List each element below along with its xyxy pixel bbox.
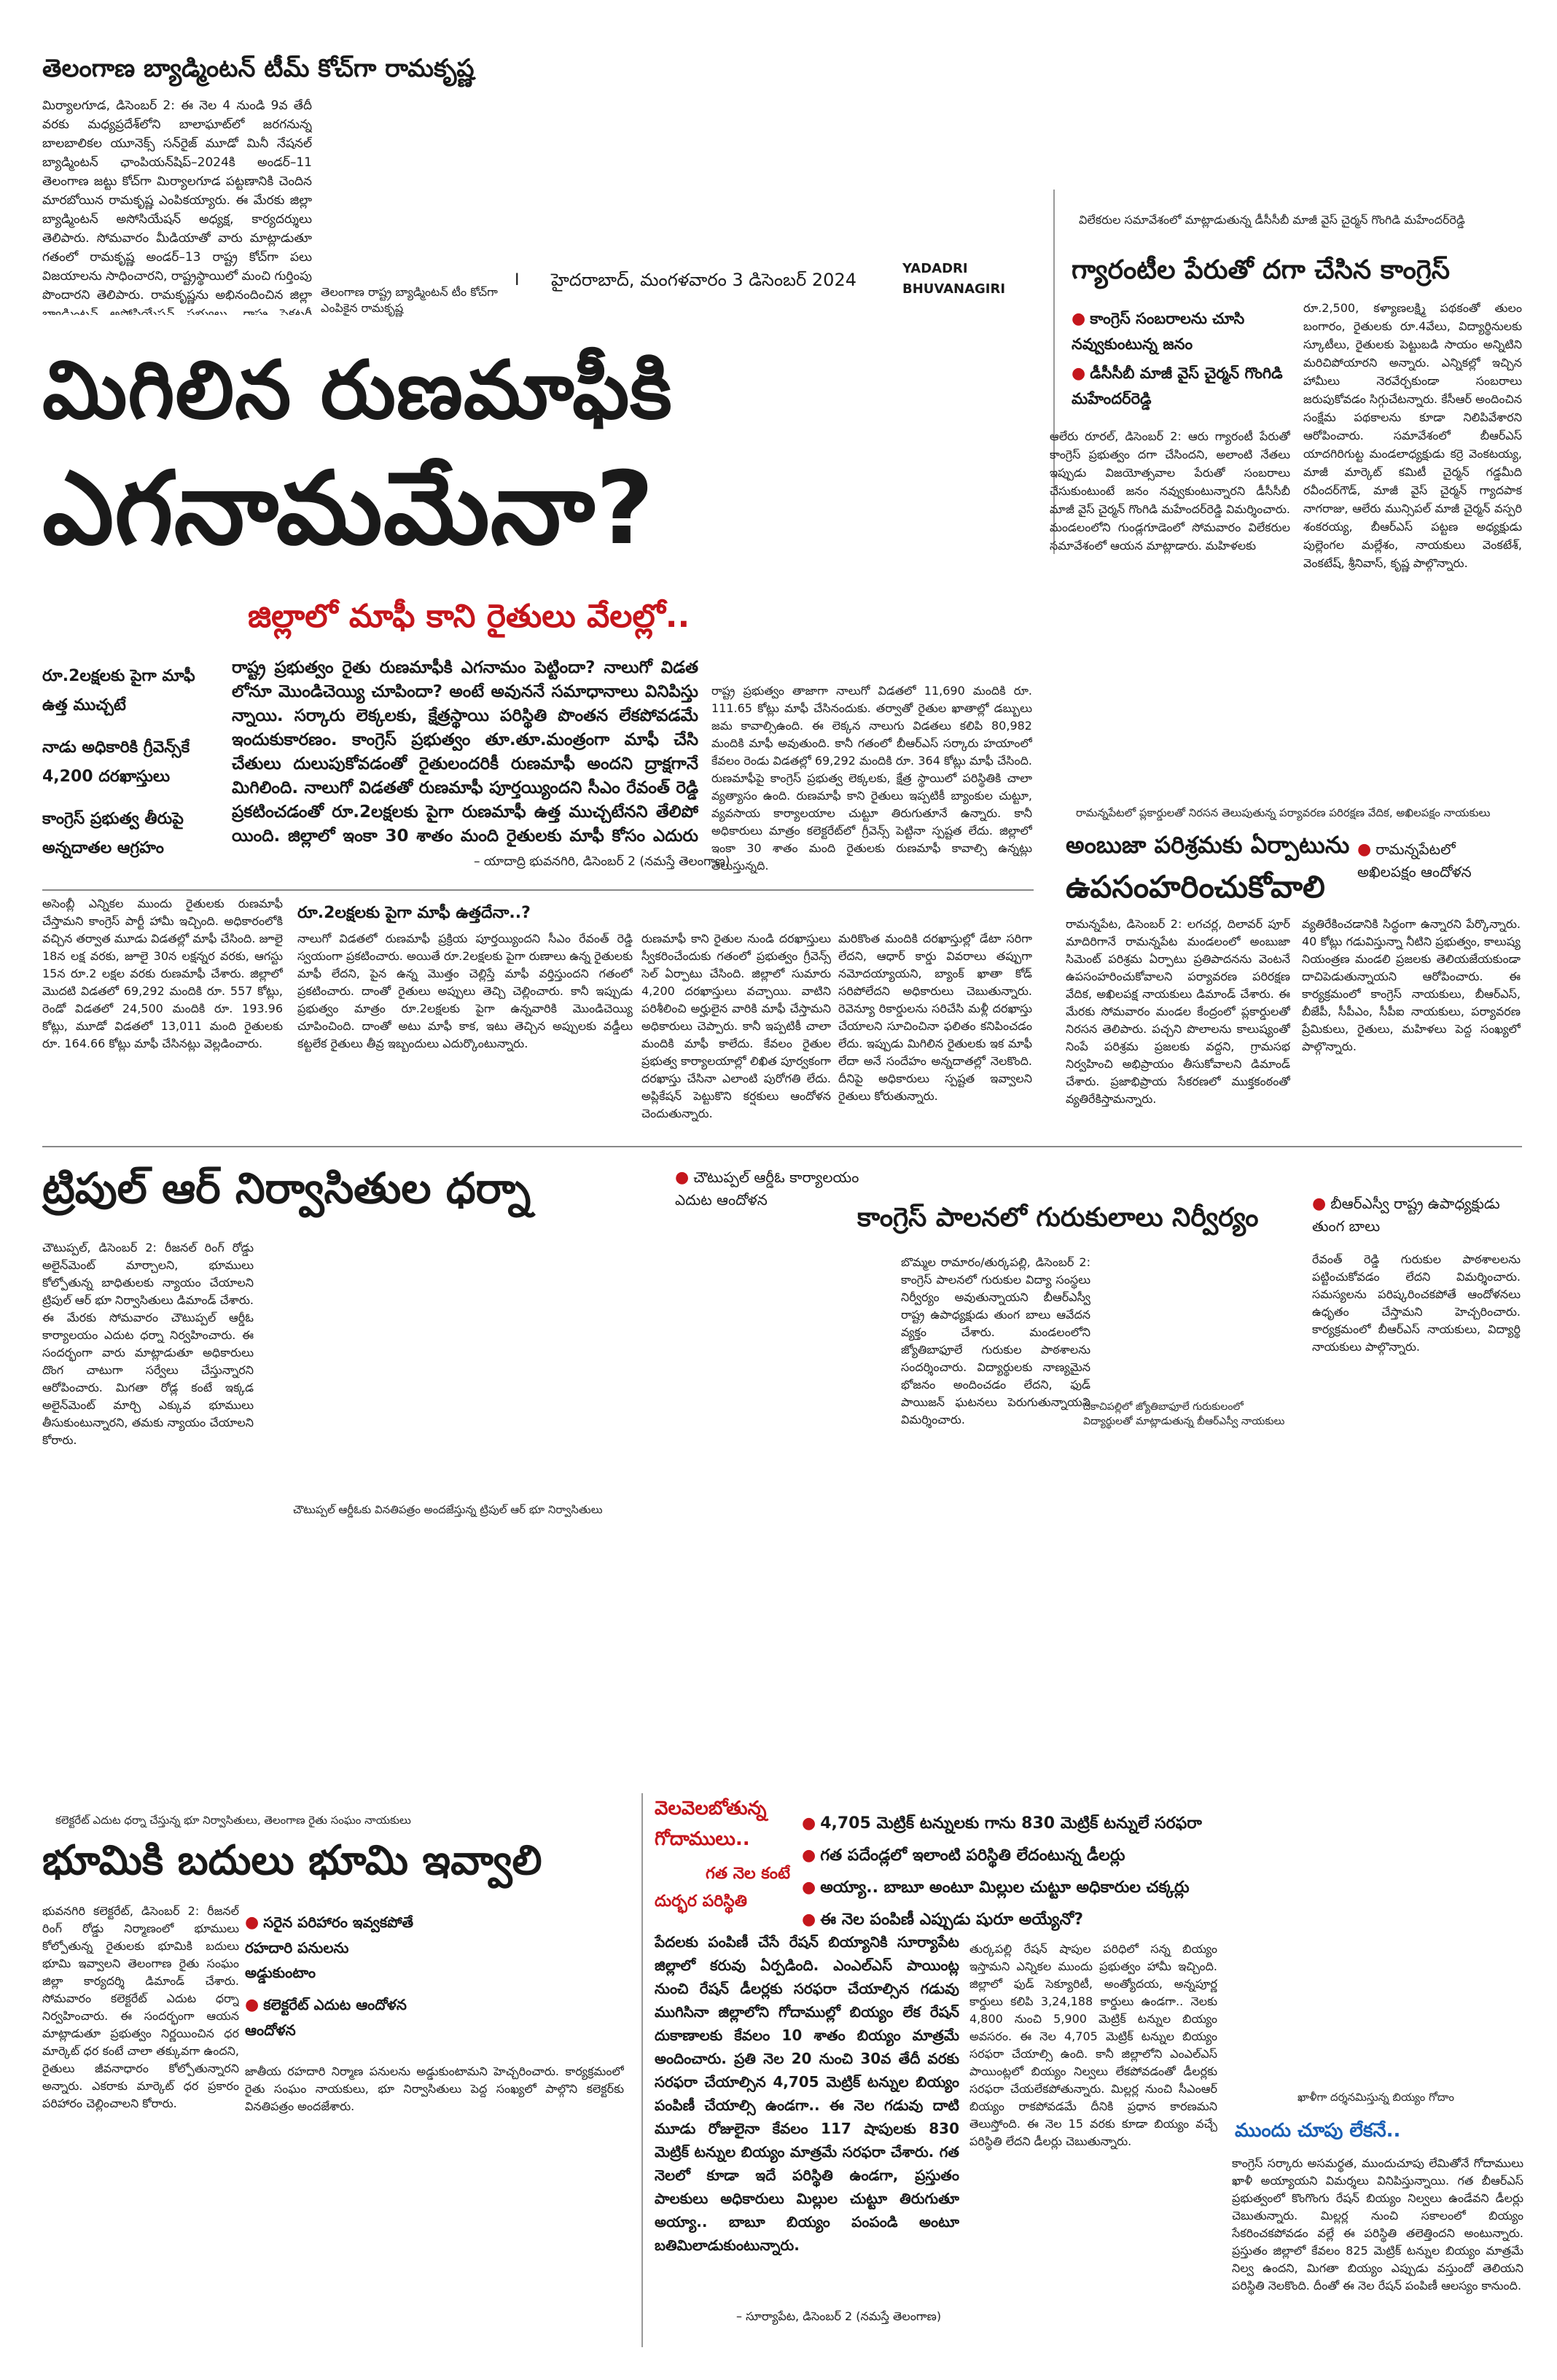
ambuja-body-left: రామన్నపేట, డిసెంబర్ 2: లగచర్ల, దిలావర్ ప… [1066, 917, 1290, 1106]
guarantee-highlight-1: ●కాంగ్రెస్ సంబరాలను చూసి నవ్వుకుంటున్న జ… [1072, 310, 1245, 353]
ration-title-line3: గత నెల కంటే [706, 1865, 790, 1883]
ration-photo-caption: ఖాళీగా దర్శనమిస్తున్న బియ్యం గోదాం [1298, 2091, 1454, 2104]
masthead-divider [1053, 190, 1055, 554]
main-headline-line1: మిగిలిన రుణమాఫీకి [42, 343, 673, 437]
ration-highlight-3: ●అయ్యా.. బాబూ అంటూ మిల్లుల చుట్టూ అధికార… [802, 1878, 1190, 1897]
land-headline: భూమికి బదులు భూమి ఇవ్వాలి [42, 1837, 542, 1884]
badminton-headline: తెలంగాణ బ్యాడ్మింటన్ టీమ్ కోచ్‌గా రామకృష… [42, 54, 475, 83]
ration-highlights: ●4,705 మెట్రిక్ టన్నులకు గాను 830 మెట్రి… [802, 1808, 1516, 1936]
triple-r-side: ●చౌటుప్పల్ ఆర్డీఓ కార్యాలయం ఎదుట ఆందోళన [675, 1168, 859, 1209]
land-highlights: ●సరైన పరిహారం ఇవ్వకపోతే రహదారి పనులను అడ… [245, 1910, 420, 2042]
guarantee-highlight-2-text: డీసీసీబీ మాజీ వైస్ చైర్మన్ గొంగిడి మహేంద… [1072, 364, 1283, 407]
ambuja-body-right: వ్యతిరేకించడానికి సిద్ధంగా ఉన్నారని పేర్… [1302, 917, 1521, 1053]
ration-body-mid: తుర్కపల్లి రేషన్ షాపుల పరిధిలో సన్న బియ్… [969, 1942, 1217, 2148]
main-right-col: రాష్ట్ర ప్రభుత్వం తాజాగా నాలుగో విడతలో 1… [711, 684, 1032, 873]
main-subhead: జిల్లాలో మాఫీ కాని రైతులు వేలల్లో.. [248, 598, 690, 635]
guarantee-highlight-2: ●డీసీసీబీ మాజీ వైస్ చైర్మన్ గొంగిడి మహేం… [1072, 364, 1283, 407]
gurukul-body-left: బొమ్మల రామారం/తుర్కపల్లి, డిసెంబర్ 2: కా… [901, 1255, 1090, 1427]
land-highlight-2: ●కలెక్టరేట్ ఎదుట ఆందోళన ఆందోళన [245, 1996, 407, 2039]
ration-byline: – సూర్యాపేట, డిసెంబర్ 2 (నమస్తే తెలంగాణ) [736, 2309, 942, 2323]
badminton-body: మిర్యాలగూడ, డిసెంబర్ 2: ఈ నెల 4 నుండి 9వ… [42, 98, 312, 315]
dateline: హైదరాబాద్, మంగళవారం 3 డిసెంబర్ 2024 [551, 270, 856, 290]
ration-title-line2: గోదాములు.. [655, 1828, 750, 1850]
bottom-divider [641, 1793, 643, 2347]
section-name-line1: YADADRI [902, 261, 968, 276]
ambuja-side-text: రామన్నపేటలో అఖిలపక్షం ఆందోళన [1357, 840, 1472, 881]
land-body-right: జాతీయ రహదారి నిర్మాణ పనులను అడ్డుకుంటామన… [245, 2064, 624, 2113]
main-byline: – యాదాద్రి భువనగిరి, డిసెంబర్ 2 (నమస్తే … [474, 854, 730, 869]
main-intro: రాష్ట్ర ప్రభుత్వం రైతు రుణమాఫీకి ఎగనామం … [232, 658, 698, 851]
ambuja-photo-caption: రామన్నపేటలో ప్లకార్డులతో నిరసన తెలుపుతున… [1076, 806, 1491, 819]
ration-highlight-4-text: ఈ నెల పంపిణీ ఎప్పుడు షురూ అయ్యేనో? [820, 1911, 1083, 1929]
land-body-left: భువనగిరి కలెక్టరేట్, డిసెంబర్ 2: రీజనల్ … [42, 1904, 239, 2110]
ration-title-line1: వెలవెలబోతున్న [655, 1798, 767, 1819]
main-body-col3: రుణమాఫీ కాని రైతుల నుండి దరఖాస్తులు స్వీ… [641, 932, 831, 1120]
person-photo-icon [321, 96, 554, 278]
land-highlight-2-text: కలెక్టరేట్ ఎదుట ఆందోళన ఆందోళన [245, 1996, 407, 2039]
main-body-col4: మరికొంత మందికి దరఖాస్తుల్లో డేటా సరిగా ల… [838, 932, 1032, 1103]
ambuja-headline-line2: ఉపసంహరించుకోవాలి [1066, 869, 1325, 905]
land-photo-caption: కలెక్టరేట్ ఎదుట ధర్నా చేస్తున్న భూ నిర్వ… [55, 1814, 411, 1827]
gurukul-side-text: బీఆర్ఎస్వీ రాష్ట్ర ఉపాధ్యక్షుడు తుంగ బాల… [1312, 1195, 1500, 1235]
gurukul-photo-caption: దీకాచిపల్లిలో జ్యోతిబాఫూలే గురుకులంలో వి… [1083, 1401, 1285, 1427]
ration-photo [1232, 1924, 1523, 2114]
ambuja-side: ●రామన్నపేటలో అఖిలపక్షం ఆందోళన [1357, 840, 1472, 881]
land-highlight-1: ●సరైన పరిహారం ఇవ్వకపోతే రహదారి పనులను అడ… [245, 1913, 414, 1981]
main-body-col1: అసెంబ్లీ ఎన్నికల ముందు రైతులకు రుణమాఫీ చ… [42, 897, 283, 1050]
triple-r-headline: ట్రిపుల్ ఆర్ నిర్వాసితుల ధర్నా [42, 1163, 531, 1213]
main-highlights: రూ.2లక్షలకు పైగా మాఫీ ఉత్త ముచ్చటే నాడు … [42, 662, 225, 863]
triple-r-body: చౌటుప్పల్, డిసెంబర్ 2: రీజనల్ రింగ్ రోడ్… [42, 1241, 254, 1447]
ambuja-headline-line1: అంబుజా పరిశ్రమకు ఏర్పాటును [1066, 831, 1350, 859]
ration-intro: పేదలకు పంపిణీ చేసే రేషన్ బియ్యానికి సూర్… [655, 1933, 959, 2254]
ration-highlight-3-text: అయ్యా.. బాబూ అంటూ మిల్లుల చుట్టూ అధికారు… [820, 1878, 1190, 1897]
main-highlight-2: నాడు అధికారికి గ్రీవెన్స్‌కే 4,200 దరఖాస… [42, 738, 190, 786]
ration-sub-head: ముందు చూపు లేకనే.. [1235, 2120, 1401, 2142]
triple-r-photo-caption: చౌటుప్పల్ ఆర్డీఓకు వినతిపత్రం అందజేస్తున… [293, 1503, 603, 1516]
ration-highlight-2-text: గత పదేండ్లలో ఇలాంటి పరిస్థితి లేదంటున్న … [820, 1846, 1125, 1865]
guarantee-photo-caption: విలేకరుల సమావేశంలో మాట్లాడుతున్న డీసీసీబ… [1079, 213, 1465, 227]
main-sub2-head: రూ.2లక్షలకు పైగా మాఫీ ఉత్తదేనా..? [297, 904, 531, 922]
badminton-photo-caption: తెలంగాణ రాష్ట్ర బ్యాడ్మింటన్ టీం కోచ్‌గా… [321, 285, 498, 315]
gurukul-headline: కాంగ్రెస్ పాలనలో గురుకులాలు నిర్వీర్యం [857, 1203, 1259, 1233]
ration-highlight-2: ●గత పదేండ్లలో ఇలాంటి పరిస్థితి లేదంటున్న… [802, 1846, 1125, 1865]
ration-highlight-1: ●4,705 మెట్రిక్ టన్నులకు గాను 830 మెట్రి… [802, 1814, 1202, 1833]
ration-highlight-4: ●ఈ నెల పంపిణీ ఎప్పుడు షురూ అయ్యేనో? [802, 1911, 1083, 1929]
main-divider [42, 889, 1034, 891]
guarantee-body-left: ఆలేరు రూరల్, డిసెంబర్ 2: ఆరు గ్యారంటీ పే… [1050, 429, 1290, 553]
guarantee-highlights: ●కాంగ్రెస్ సంబరాలను చూసి నవ్వుకుంటున్న జ… [1072, 306, 1290, 411]
guarantee-body-right: రూ.2,500, కళ్యాణలక్ష్మి పథకంతో తులం బంగా… [1303, 301, 1522, 570]
ration-body-right: కాంగ్రెస్ సర్కారు అసమర్థత, ముందుచూపు లేమ… [1232, 2156, 1523, 2293]
triple-r-side-text: చౌటుప్పల్ ఆర్డీఓ కార్యాలయం ఎదుట ఆందోళన [675, 1168, 859, 1209]
guarantee-highlight-1-text: కాంగ్రెస్ సంబరాలను చూసి నవ్వుకుంటున్న జన… [1072, 310, 1245, 353]
section-name-line2: BHUVANAGIRI [902, 281, 1006, 297]
guarantee-headline: గ్యారంటీల పేరుతో దగా చేసిన కాంగ్రెస్ [1072, 255, 1451, 285]
main-highlight-3: కాంగ్రెస్ ప్రభుత్వ తీరుపై అన్నదాతల ఆగ్రహ… [42, 810, 184, 857]
ration-title-line4: దుర్భర పరిస్థితి [655, 1892, 747, 1911]
ration-highlight-1-text: 4,705 మెట్రిక్ టన్నులకు గాను 830 మెట్రిక… [820, 1814, 1202, 1833]
badminton-photo [321, 96, 554, 278]
main-headline-line2: ఎగనామమేనా? [42, 450, 655, 567]
gurukul-body-right: రేవంత్ రెడ్డి గురుకుల పాఠశాలలను పట్టించు… [1312, 1252, 1521, 1354]
land-highlight-1-text: సరైన పరిహారం ఇవ్వకపోతే రహదారి పనులను అడ్… [245, 1913, 414, 1981]
main-body-col2: నాలుగో విడతలో రుణమాఫీ ప్రక్రియ పూర్తయ్యి… [297, 932, 633, 1050]
page-number: I [515, 271, 520, 289]
gurukul-photo [1093, 1239, 1298, 1480]
main-highlight-1: రూ.2లక్షలకు పైగా మాఫీ ఉత్త ముచ్చటే [42, 667, 195, 714]
gurukul-side: ●బీఆర్ఎస్వీ రాష్ట్ర ఉపాధ్యక్షుడు తుంగ బా… [1312, 1195, 1500, 1235]
triple-r-photo [264, 1239, 672, 1480]
section-divider-mid [42, 1146, 1522, 1147]
